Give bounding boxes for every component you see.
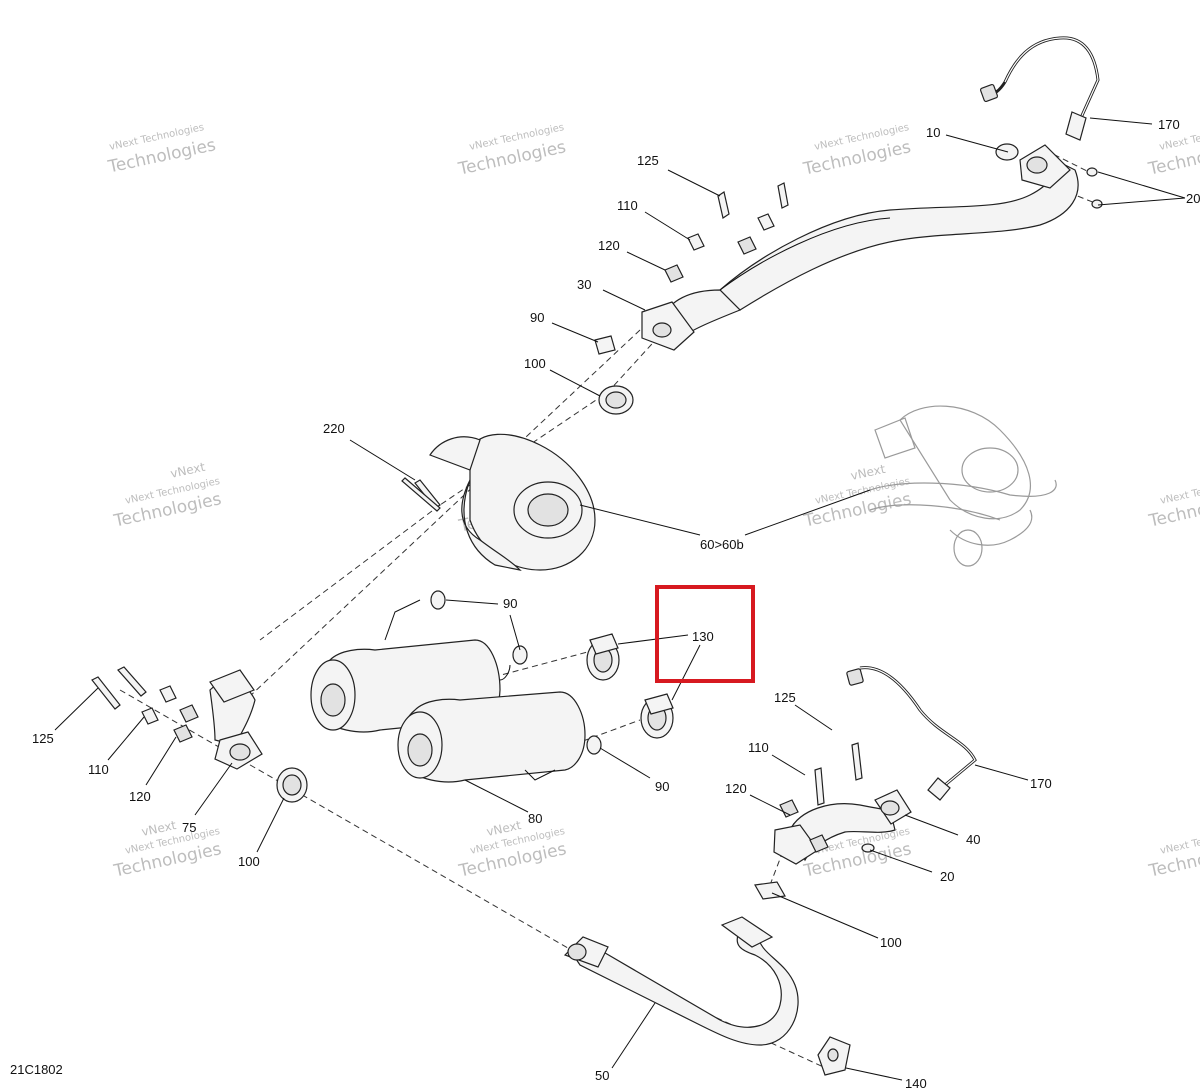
label-110: 110 <box>88 762 109 777</box>
label-75: 75 <box>182 820 196 835</box>
label-125: 125 <box>774 690 796 705</box>
catalytic-converter-ghost <box>869 405 1057 567</box>
label-120: 120 <box>129 789 151 804</box>
watermark: vNext vNext Technologies Technologies <box>111 460 223 532</box>
watermarks: vNext Technologies Technologies vNext Te… <box>106 122 1200 882</box>
oxygen-sensor-lower <box>846 666 977 801</box>
label-30: 30 <box>577 277 591 292</box>
label-100: 100 <box>880 935 902 950</box>
leader-lines <box>54 117 1186 1081</box>
watermark: vNext Technologies Technologies <box>801 122 913 180</box>
label-110: 110 <box>617 198 638 213</box>
label-20: 20 <box>940 869 954 884</box>
label-20: 20 <box>1186 191 1200 206</box>
watermark: vNext vNext Technologies Technologies <box>801 462 913 532</box>
label-120: 120 <box>598 238 620 253</box>
mufflers <box>310 590 602 783</box>
label-10: 10 <box>926 125 940 140</box>
label-125: 125 <box>32 731 54 746</box>
label-90: 90 <box>503 596 517 611</box>
label-125: 125 <box>637 153 659 168</box>
label-130: 130 <box>692 629 714 644</box>
hardware-top <box>594 167 1103 415</box>
label-90: 90 <box>530 310 544 325</box>
oxygen-sensor-top <box>979 36 1100 141</box>
label-120: 120 <box>725 781 747 796</box>
watermark: vNext Technologies Technologies <box>106 122 218 178</box>
watermark: vNext Technologies Technologies <box>1146 476 1200 532</box>
watermark: vNext Technologies Technologies <box>1146 826 1200 882</box>
tail-pipe <box>563 916 851 1076</box>
header-pipe-top <box>641 143 1079 351</box>
label-100: 100 <box>238 854 260 869</box>
label-60-60b: 60>60b <box>700 537 744 552</box>
label-80: 80 <box>528 811 542 826</box>
watermark: vNext vNext Technologies Technologies <box>111 818 223 882</box>
watermark: vNext vNext Technologies Technologies <box>456 818 568 882</box>
assembly-axes <box>119 149 1101 1071</box>
label-170: 170 <box>1030 776 1052 791</box>
part-labels: 170 10 20 125 110 120 30 90 100 220 60>6… <box>32 117 1200 1091</box>
label-170: 170 <box>1158 117 1180 132</box>
label-220: 220 <box>323 421 345 436</box>
label-140: 140 <box>905 1076 927 1091</box>
label-40: 40 <box>966 832 980 847</box>
clamps-130 <box>586 633 674 739</box>
diagram-code: 21C1802 <box>10 1062 63 1077</box>
label-100: 100 <box>524 356 546 371</box>
label-110: 110 <box>748 740 769 755</box>
svg-text:vNext: vNext <box>169 460 206 481</box>
gasket-220 <box>401 477 441 512</box>
svg-text:vNext: vNext <box>849 462 886 483</box>
header-pipe-left <box>91 666 308 803</box>
label-90: 90 <box>655 779 669 794</box>
watermark: vNext Technologies Technologies <box>456 122 568 180</box>
header-pipe-lower-right <box>754 742 912 900</box>
catalytic-converter <box>414 433 596 571</box>
label-50: 50 <box>595 1068 609 1083</box>
highlight-box-130[interactable] <box>655 585 755 683</box>
